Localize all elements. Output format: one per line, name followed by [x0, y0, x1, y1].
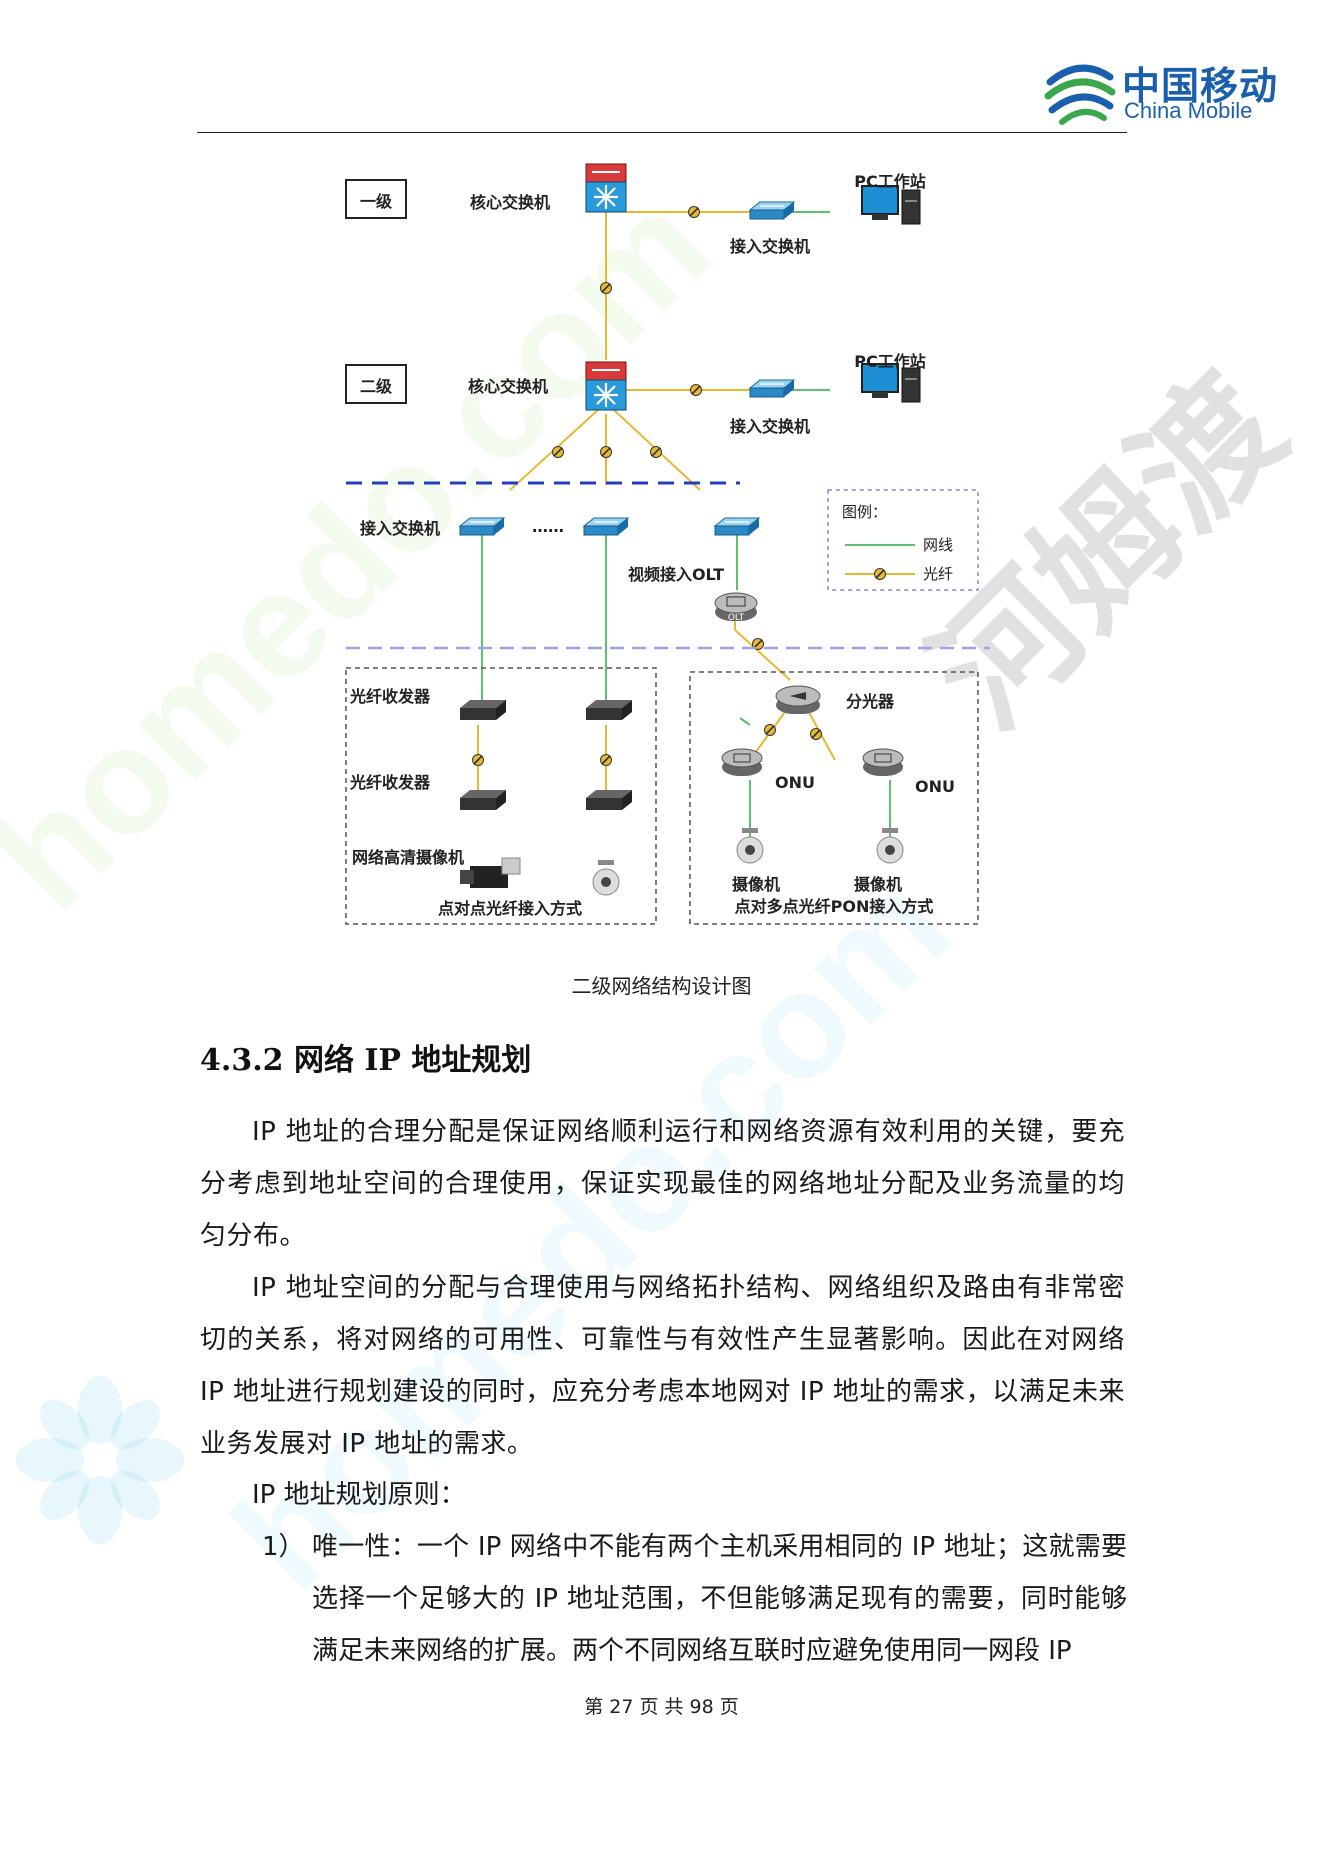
network-diagram: 一级 二级 [345, 162, 990, 925]
splitter-label: 分光器 [846, 692, 895, 711]
ellipsis-label: …… [532, 517, 564, 536]
fiber-transceiver-icon [586, 790, 632, 810]
core-switch-2-icon [584, 360, 628, 412]
level2-label: 二级 [360, 377, 393, 396]
fiber-transceiver-icon [460, 790, 506, 810]
onu-2-label: ONU [915, 777, 955, 796]
access-switch-1-icon [749, 201, 795, 220]
access-switch-5-icon [714, 517, 760, 536]
pc-workstation-2-label: PC工作站 [854, 352, 925, 371]
pc-workstation-1-label: PC工作站 [854, 172, 925, 191]
access-switch-1-label: 接入交换机 [730, 237, 810, 256]
logo-chinese-name: 中国移动 [1122, 64, 1279, 108]
list-number: 1） [262, 1532, 305, 1562]
onu-1-label: ONU [775, 773, 815, 792]
fiber-transceiver-2-label: 光纤收发器 [349, 773, 431, 792]
legend-network-cable: 网线 [923, 536, 953, 554]
ptp-caption: 点对点光纤接入方式 [438, 899, 582, 918]
pon-caption: 点对多点光纤PON接入方式 [735, 897, 934, 916]
splitter-icon [775, 685, 821, 714]
page-footer: 第 27 页 共 98 页 [584, 1696, 739, 1718]
section-heading: 4.3.2 网络 IP 地址规划 [200, 1043, 532, 1078]
hd-camera-label: 网络高清摄像机 [352, 848, 464, 867]
watermark-flower-icon [16, 1376, 184, 1544]
access-switch-2-icon [749, 379, 795, 398]
china-mobile-logo-icon [1044, 64, 1116, 125]
camera-2-label: 摄像机 [854, 875, 902, 894]
legend-title: 图例： [842, 503, 887, 521]
pc-workstation-1-icon [861, 185, 921, 225]
fiber-transceiver-icon [460, 700, 506, 720]
core-switch-2-label: 核心交换机 [468, 377, 548, 396]
paragraph-1: IP 地址的合理分配是保证网络顺利运行和网络资源有效利用的关键，要充分考虑到地址… [200, 1117, 1125, 1251]
access-switch-2-label: 接入交换机 [730, 417, 810, 436]
legend-fiber: 光纤 [923, 565, 953, 583]
video-olt-label: 视频接入OLT [628, 565, 724, 584]
fiber-transceiver-1-label: 光纤收发器 [349, 687, 431, 706]
camera-1-label: 摄像机 [732, 875, 780, 894]
olt-tag: OLT [728, 613, 745, 623]
principles-label: IP 地址规划原则： [252, 1480, 466, 1510]
dome-camera-icon [592, 859, 620, 896]
level1-label: 一级 [360, 192, 393, 211]
header-divider [197, 132, 1127, 133]
list-text: 唯一性：一个 IP 网络中不能有两个主机采用相同的 IP 地址；这就需要选择一个… [312, 1532, 1127, 1666]
access-switch-4-icon [583, 517, 629, 536]
fiber-transceiver-icon [586, 700, 632, 720]
box-camera-icon [460, 857, 521, 888]
figure-caption: 二级网络结构设计图 [571, 974, 752, 998]
logo-english-name: China Mobile [1124, 98, 1253, 123]
onu-1-icon [721, 748, 763, 777]
onu-2-icon [862, 748, 904, 777]
olt-icon: OLT [714, 592, 758, 623]
access-switch-3-icon [459, 517, 505, 536]
core-switch-1-icon [584, 162, 628, 214]
paragraph-2: IP 地址空间的分配与合理使用与网络拓扑结构、网络组织及路由有非常密切的关系，将… [200, 1273, 1125, 1459]
core-switch-1-label: 核心交换机 [470, 193, 550, 212]
access-switch-3-label: 接入交换机 [360, 519, 440, 538]
